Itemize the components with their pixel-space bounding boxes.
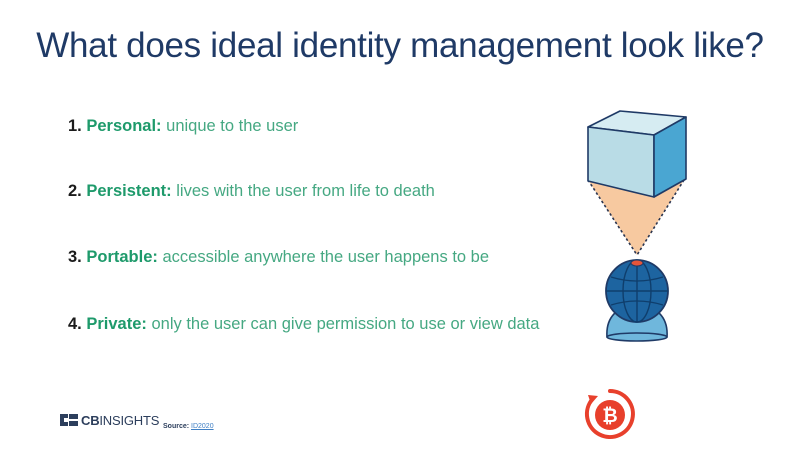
globe-latitude-bottom [610,300,664,306]
point-item-2: 2. Persistent: lives with the user from … [68,182,435,201]
point-description: lives with the user from life to death [176,182,435,200]
point-description: only the user can give permission to use… [151,315,540,333]
point-item-3: 3. Portable: accessible anywhere the use… [68,248,489,267]
point-item-4: 4. Private: only the user can give permi… [68,315,539,334]
point-term: Private: [86,315,147,333]
projector-lens [630,259,644,267]
point-term: Persistent: [86,182,172,200]
projection-beam [588,180,684,255]
point-description: unique to the user [166,117,299,135]
globe-base-rim [606,332,668,342]
cbinsights-logo: CBINSIGHTS [60,412,159,428]
globe-latitude-top [610,276,664,282]
cube-projection-globe-icon [587,110,687,342]
logo-suffix: INSIGHTS [99,412,160,428]
cube-side [653,116,687,198]
slide-title: What does ideal identity management look… [36,26,764,65]
point-description: accessible anywhere the user happens to … [162,248,490,266]
cbinsights-mark-icon [60,414,78,426]
source-label: Source: [163,423,190,430]
point-number: 1. [68,117,82,135]
source-link[interactable]: ID2020 [191,423,214,430]
point-number: 4. [68,315,82,333]
bitcoin-icon: ₿ [584,389,635,439]
point-number: 2. [68,182,82,200]
logo-prefix: CB [81,412,100,428]
svg-text:₿: ₿ [602,405,617,427]
point-term: Personal: [86,117,162,135]
point-item-1: 1. Personal: unique to the user [68,117,298,136]
source-citation: Source: ID2020 [163,423,214,430]
point-number: 3. [68,248,82,266]
point-term: Portable: [86,248,158,266]
